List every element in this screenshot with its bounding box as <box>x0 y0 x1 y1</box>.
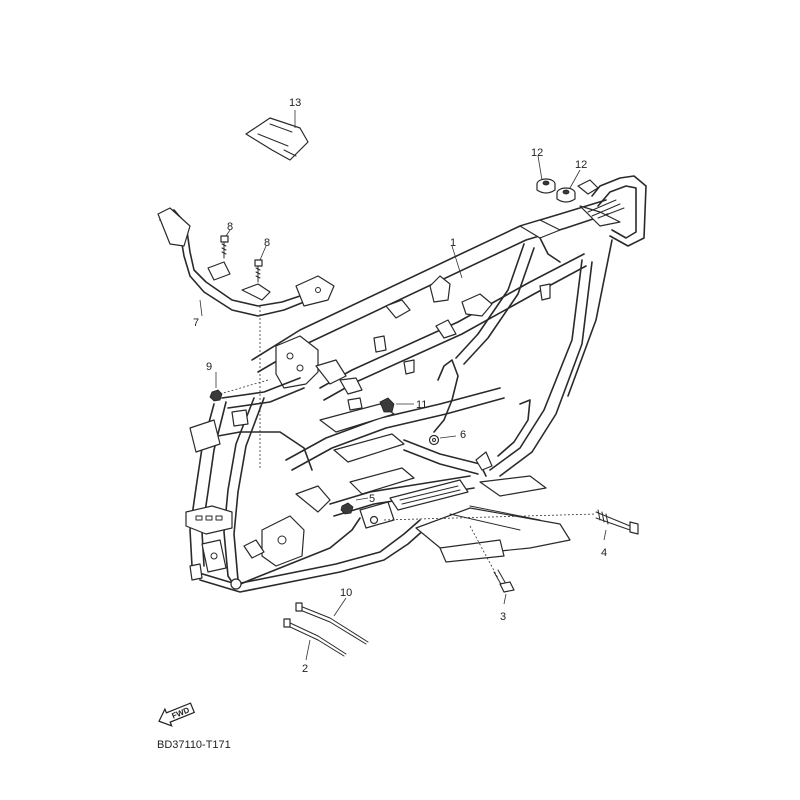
part-2-cable-tie[interactable] <box>283 618 347 657</box>
callout-7: 7 <box>193 317 199 329</box>
part-11-clip[interactable] <box>379 397 395 413</box>
diagram-code: BD37110-T171 <box>157 739 231 751</box>
callout-1: 1 <box>450 237 456 249</box>
callout-9: 9 <box>206 361 212 373</box>
callout-12a: 12 <box>531 147 543 159</box>
part-12-rubber-mounts[interactable] <box>536 178 576 203</box>
callout-10: 10 <box>340 587 352 599</box>
part-4-long-bolt[interactable] <box>383 509 639 535</box>
callout-leaders <box>199 110 607 661</box>
part-5-nut[interactable] <box>340 502 379 525</box>
part-6-washer[interactable] <box>428 434 440 446</box>
callout-3: 3 <box>500 611 506 623</box>
part-9-nut[interactable] <box>209 379 269 402</box>
callout-8a: 8 <box>227 221 233 233</box>
fwd-arrow-icon: FWD <box>158 702 196 727</box>
callout-5: 5 <box>369 493 375 505</box>
callout-4: 4 <box>601 547 607 559</box>
part-3-bolt[interactable] <box>469 525 515 593</box>
callout-6: 6 <box>460 429 466 441</box>
part-7-front-bracket[interactable] <box>157 207 335 317</box>
callout-12b: 12 <box>575 159 587 171</box>
callout-labels: 13 12 12 8 8 1 7 9 11 6 5 4 3 10 2 <box>193 97 607 675</box>
callout-13: 13 <box>289 97 301 109</box>
callout-11: 11 <box>416 399 427 411</box>
callout-2: 2 <box>302 663 308 675</box>
callout-8b: 8 <box>264 237 270 249</box>
part-10-cable-tie[interactable] <box>295 602 369 645</box>
part-8-bolts[interactable] <box>220 235 263 283</box>
part-1-main-frame[interactable] <box>185 175 647 593</box>
part-13-label[interactable] <box>245 117 309 161</box>
